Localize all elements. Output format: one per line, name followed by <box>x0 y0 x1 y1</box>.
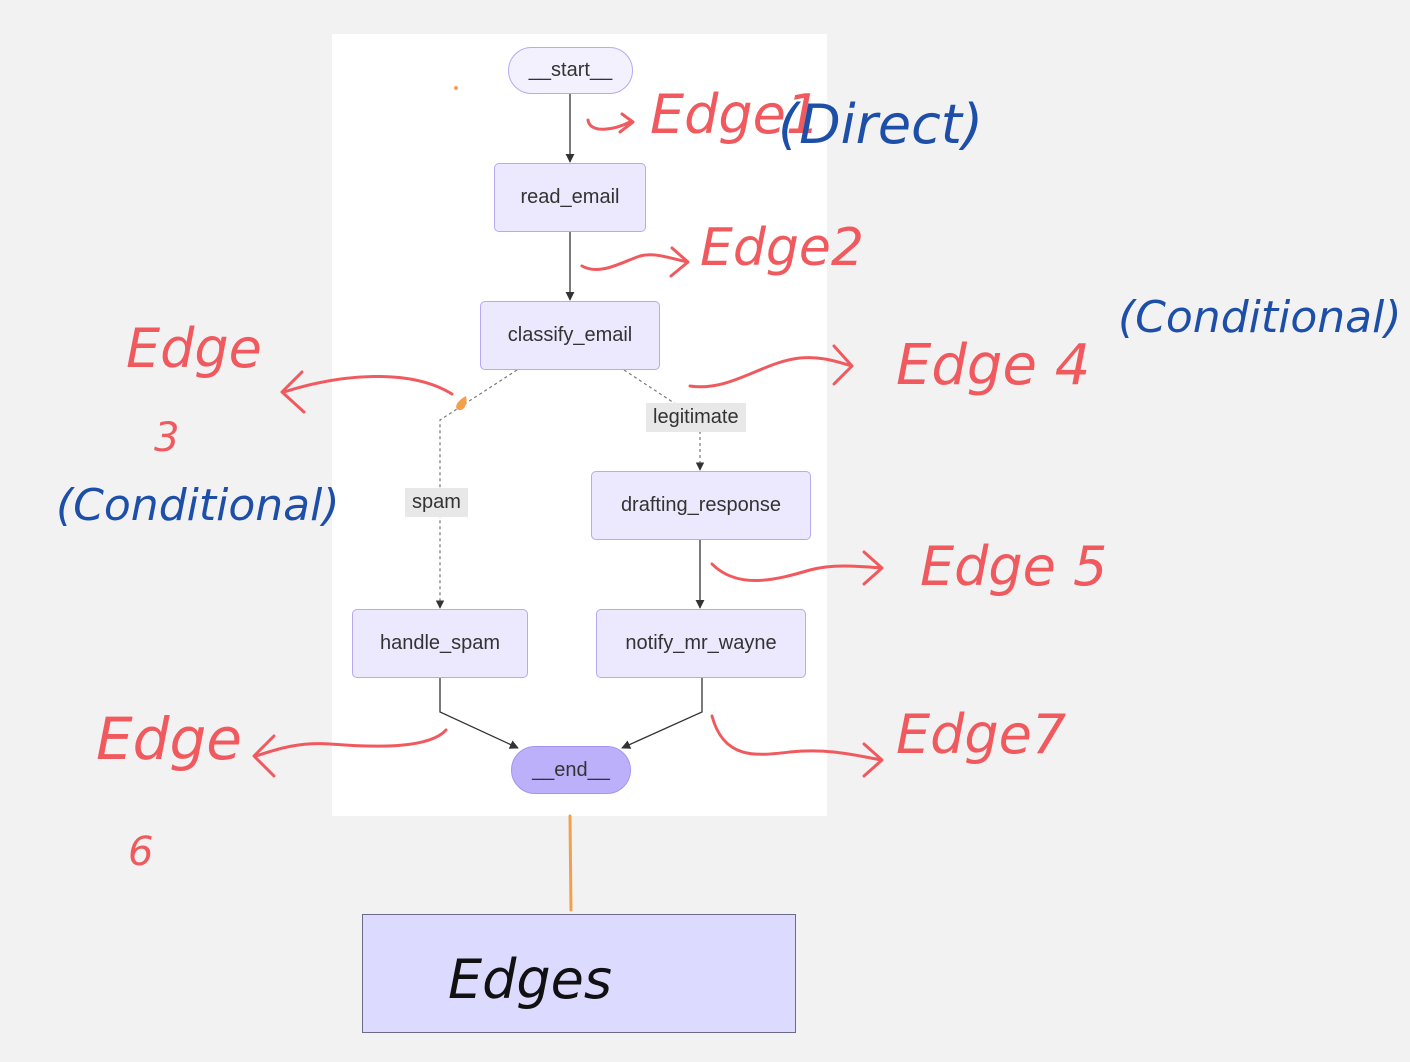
edge3-annotation-arrow <box>280 370 454 414</box>
annotation-edge3-word: Edge <box>126 317 262 380</box>
annotation-direct: (Direct) <box>778 93 984 156</box>
edge1-annotation-arrow <box>586 112 635 134</box>
node-classify-email: classify_email <box>480 301 660 370</box>
legend-label: Edges <box>448 948 613 1011</box>
legend-box <box>362 914 796 1033</box>
edge-notify-end <box>621 678 703 749</box>
orange-drop-marker <box>456 396 467 411</box>
node-read-email: read_email <box>494 163 646 232</box>
annotation-edge3-type: (Conditional) <box>56 480 340 531</box>
node-notify-mr-wayne: notify_mr_wayne <box>596 609 806 678</box>
annotation-edge4: Edge 4 <box>896 333 1091 398</box>
annotation-edge1: Edge1 <box>650 83 821 146</box>
node-start: __start__ <box>508 47 633 94</box>
annotation-edge2: Edge2 <box>700 218 864 278</box>
edge5-annotation-arrow <box>710 550 884 586</box>
edge6-annotation-arrow <box>252 728 448 778</box>
edge4-annotation-arrow <box>688 344 854 389</box>
annotation-edge6-word: Edge <box>96 705 242 773</box>
node-end: __end__ <box>511 746 631 794</box>
annotation-edge6-number: 6 <box>128 829 154 875</box>
edge-classify-spam <box>435 369 518 609</box>
annotation-edge5: Edge 5 <box>920 535 1108 598</box>
edge7-annotation-arrow <box>710 714 884 778</box>
annotation-edge4-type: (Conditional) <box>1118 292 1402 343</box>
annotation-edge3-number: 3 <box>154 415 180 461</box>
edge2-annotation-arrow <box>580 246 690 278</box>
edge-label-spam: spam <box>405 488 468 517</box>
annotation-edge7: Edge7 <box>896 703 1067 766</box>
orange-dot <box>454 86 458 90</box>
legend-connector <box>568 814 573 912</box>
edge-spam-end <box>439 678 519 749</box>
node-handle-spam: handle_spam <box>352 609 528 678</box>
node-drafting-response: drafting_response <box>591 471 811 540</box>
edge-label-legitimate: legitimate <box>646 403 746 432</box>
